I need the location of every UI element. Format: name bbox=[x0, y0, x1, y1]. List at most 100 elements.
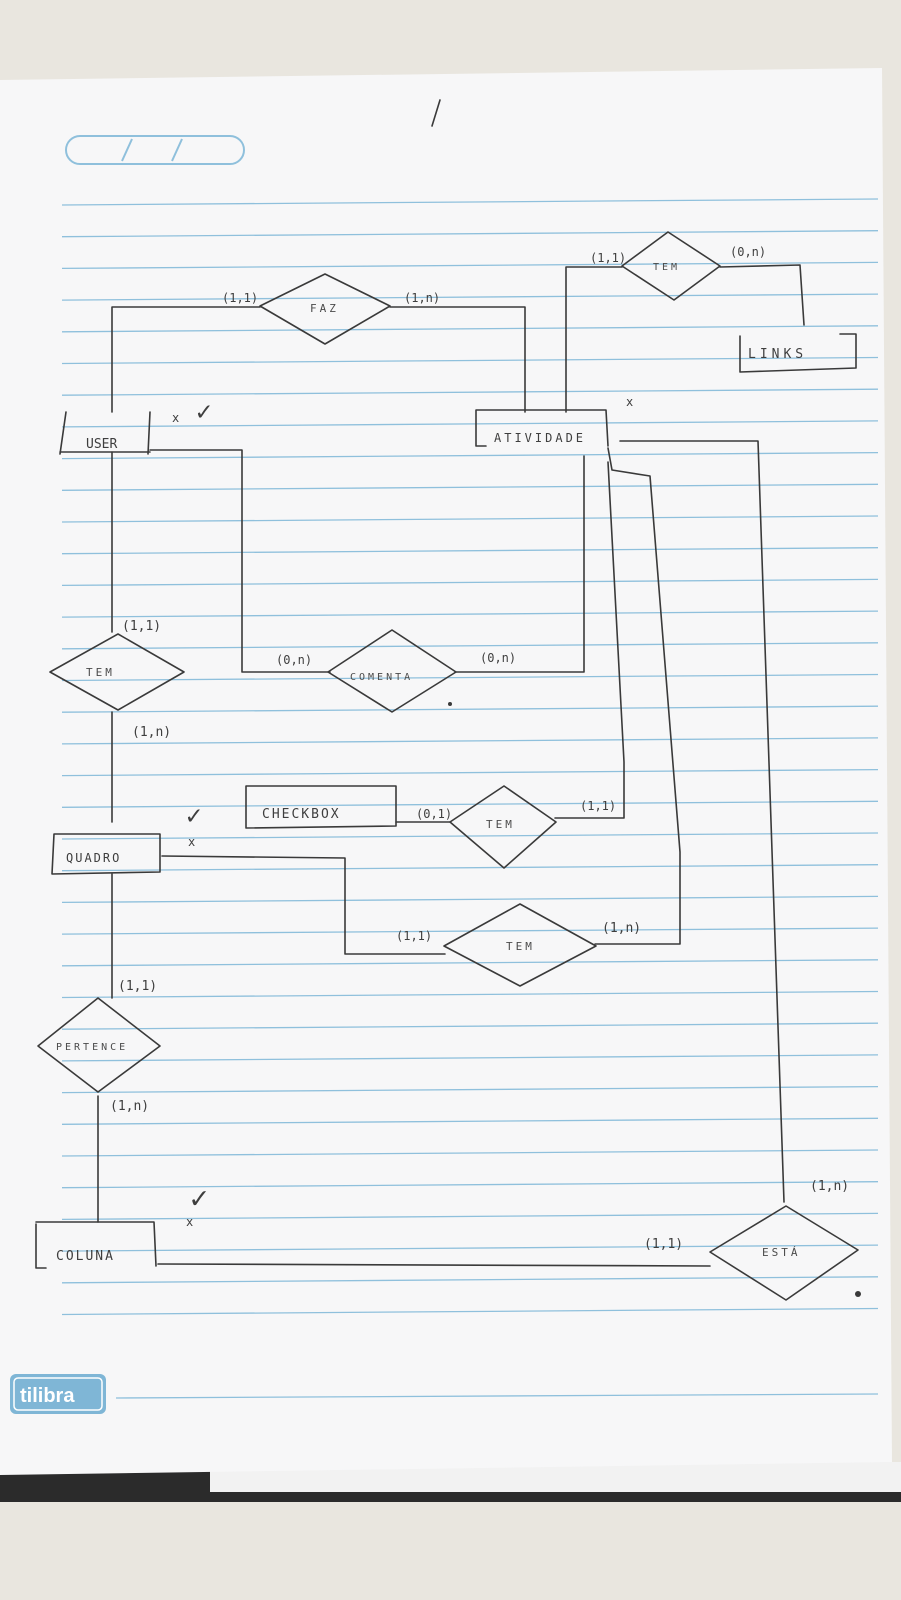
card-esta-atividade: (1,n) bbox=[810, 1179, 849, 1194]
brand-logo: tilibra bbox=[10, 1374, 106, 1414]
rel-tem-atividade bbox=[443, 903, 597, 987]
ruled-line-9 bbox=[61, 483, 879, 491]
card-comenta-atividade: (0,n) bbox=[480, 651, 516, 665]
check-mark-user: ✓ bbox=[196, 397, 212, 427]
stray-stroke-top bbox=[431, 99, 441, 127]
ruled-line-0 bbox=[61, 198, 879, 206]
line-tem-links bbox=[719, 264, 805, 326]
line-user-faz bbox=[111, 306, 261, 413]
entity-user-label: USER bbox=[86, 437, 117, 452]
ruled-line-3 bbox=[61, 293, 879, 301]
stray-dot bbox=[448, 702, 452, 706]
card-pertence-coluna: (1,n) bbox=[110, 1099, 149, 1114]
rel-tem-links-label: TEM bbox=[653, 262, 680, 273]
ruled-line-21 bbox=[61, 864, 879, 872]
ruled-line-18 bbox=[61, 768, 879, 777]
line-comenta-atividade bbox=[454, 455, 585, 673]
ruled-line-4 bbox=[61, 325, 879, 333]
rel-esta bbox=[709, 1205, 859, 1301]
cross-mark-coluna: x bbox=[186, 1215, 193, 1229]
stray-dot-2 bbox=[855, 1291, 861, 1297]
notebook-page bbox=[0, 68, 892, 1475]
rel-pertence bbox=[37, 997, 161, 1093]
brand-logo-text: tilibra bbox=[20, 1385, 75, 1407]
check-mark-quadro: ✓ bbox=[186, 801, 202, 831]
ruled-line-2 bbox=[61, 261, 879, 270]
line-faz-atividade bbox=[389, 306, 526, 413]
rel-tem-checkbox bbox=[449, 785, 557, 869]
ruled-line-10 bbox=[61, 515, 879, 523]
rel-tem-atividade-label: TEM bbox=[506, 940, 535, 953]
ruled-line-19 bbox=[61, 800, 879, 808]
entity-user bbox=[59, 411, 151, 455]
entity-atividade-label: ATIVIDADE bbox=[494, 431, 586, 445]
entity-quadro bbox=[51, 833, 161, 875]
rel-esta-label: ESTÁ bbox=[762, 1246, 801, 1259]
ruled-line-29 bbox=[61, 1117, 879, 1125]
rel-tem-quadro bbox=[49, 633, 185, 711]
brand-logo-bg bbox=[10, 1374, 106, 1414]
card-checkbox-checkbox: (0,1) bbox=[416, 807, 452, 821]
rel-faz bbox=[259, 273, 391, 345]
date-separator-1 bbox=[121, 138, 133, 162]
rel-faz-label: FAZ bbox=[310, 302, 339, 315]
ruled-line-28 bbox=[61, 1085, 879, 1094]
ruled-line-34 bbox=[61, 1276, 879, 1284]
card-tem-user: (1,1) bbox=[122, 619, 161, 634]
ruled-line-22 bbox=[61, 895, 879, 904]
ruled-line-footer bbox=[115, 1393, 879, 1399]
cross-mark-atividade: x bbox=[626, 395, 633, 409]
ruled-line-17 bbox=[61, 737, 879, 745]
line-tem-atividade-checkbox bbox=[554, 461, 625, 819]
ruled-line-16 bbox=[61, 705, 879, 713]
line-coluna-esta bbox=[157, 1263, 711, 1267]
rel-comenta-label: COMENTA bbox=[350, 672, 413, 683]
card-quadro-a: (1,n) bbox=[602, 921, 641, 936]
entity-coluna bbox=[35, 1221, 157, 1269]
ruled-line-1 bbox=[61, 230, 879, 238]
ruled-line-24 bbox=[61, 959, 879, 967]
brand-logo-border bbox=[13, 1377, 103, 1411]
connection-lines bbox=[97, 264, 805, 1267]
cross-mark-quadro: x bbox=[188, 835, 195, 849]
entity-quadro-label: QUADRO bbox=[66, 851, 121, 865]
ruled-line-26 bbox=[61, 1022, 879, 1030]
rel-comenta bbox=[327, 629, 457, 713]
ruled-line-33 bbox=[61, 1244, 879, 1252]
ruled-line-20 bbox=[61, 832, 879, 840]
line-atividade-tem-links bbox=[565, 266, 623, 413]
review-marks: ✓ x x ✓ x ✓ x bbox=[172, 395, 633, 1229]
ruled-line-5 bbox=[61, 356, 879, 365]
card-checkbox-atividade: (1,1) bbox=[580, 799, 616, 813]
line-atividade-esta bbox=[619, 440, 785, 1203]
card-tem-quadro: (1,n) bbox=[132, 725, 171, 740]
ruled-line-8 bbox=[61, 451, 879, 460]
ruled-line-27 bbox=[61, 1054, 879, 1062]
ruled-lines bbox=[61, 198, 879, 1399]
ruled-line-30 bbox=[61, 1149, 879, 1157]
rel-pertence-label: PERTENCE bbox=[56, 1042, 128, 1053]
ruled-line-35 bbox=[61, 1307, 879, 1316]
check-mark-coluna: ✓ bbox=[190, 1181, 208, 1216]
ruled-line-6 bbox=[61, 388, 879, 396]
ruled-line-13 bbox=[61, 610, 879, 618]
cardinality-labels: (1,1) (1,n) (1,1) (0,n) (1,1) (1,n) (0,n… bbox=[110, 245, 849, 1252]
ruled-line-25 bbox=[61, 990, 879, 999]
card-pertence-quadro: (1,1) bbox=[118, 979, 157, 994]
ruled-line-15 bbox=[61, 673, 879, 682]
entity-atividade bbox=[475, 409, 609, 447]
card-quadro-q: (1,1) bbox=[396, 929, 432, 943]
card-faz-atividade: (1,n) bbox=[404, 291, 440, 305]
ruled-line-14 bbox=[61, 642, 879, 650]
line-quadro-tem bbox=[161, 855, 446, 955]
entity-links bbox=[739, 333, 857, 373]
date-box bbox=[65, 135, 245, 165]
ruled-line-32 bbox=[61, 1212, 879, 1221]
rel-tem-quadro-label: TEM bbox=[86, 666, 115, 679]
card-links-links: (0,n) bbox=[730, 245, 766, 259]
ruled-line-31 bbox=[61, 1181, 879, 1189]
card-links-atividade: (1,1) bbox=[590, 251, 626, 265]
rel-tem-checkbox-label: TEM bbox=[486, 818, 515, 831]
entity-checkbox bbox=[245, 785, 397, 829]
